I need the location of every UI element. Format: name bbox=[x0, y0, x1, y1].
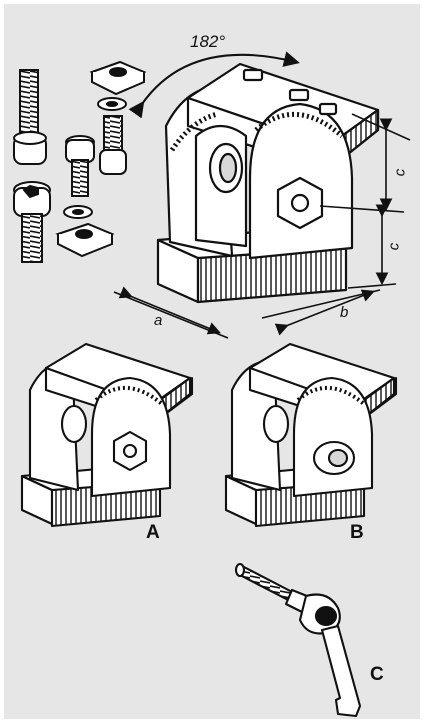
hinge-main bbox=[156, 62, 380, 304]
dimension-c-top-label: c bbox=[391, 168, 409, 177]
t-nut-upper bbox=[89, 60, 147, 96]
dimension-a-label: a bbox=[154, 312, 163, 329]
variant-c-label: C bbox=[370, 664, 384, 685]
short-screw-middle bbox=[65, 135, 95, 197]
hardware-parts bbox=[13, 60, 147, 263]
long-screw-lower bbox=[13, 181, 51, 263]
hinge-variant-a bbox=[20, 342, 194, 528]
short-screw-right bbox=[99, 115, 127, 175]
dimension-lines bbox=[113, 113, 411, 339]
dimension-b-label: b bbox=[340, 304, 349, 321]
long-screw-upper bbox=[13, 69, 47, 165]
variant-b-label: B bbox=[350, 522, 364, 543]
hinge-variant-b bbox=[224, 342, 398, 528]
clamping-lever-c bbox=[234, 562, 362, 718]
rotation-arc bbox=[128, 51, 300, 119]
dimension-c-bottom-label: c bbox=[385, 242, 403, 251]
t-nut-lower bbox=[55, 222, 115, 258]
variant-a-label: A bbox=[146, 522, 160, 543]
rotation-angle-label: 182° bbox=[190, 32, 226, 51]
